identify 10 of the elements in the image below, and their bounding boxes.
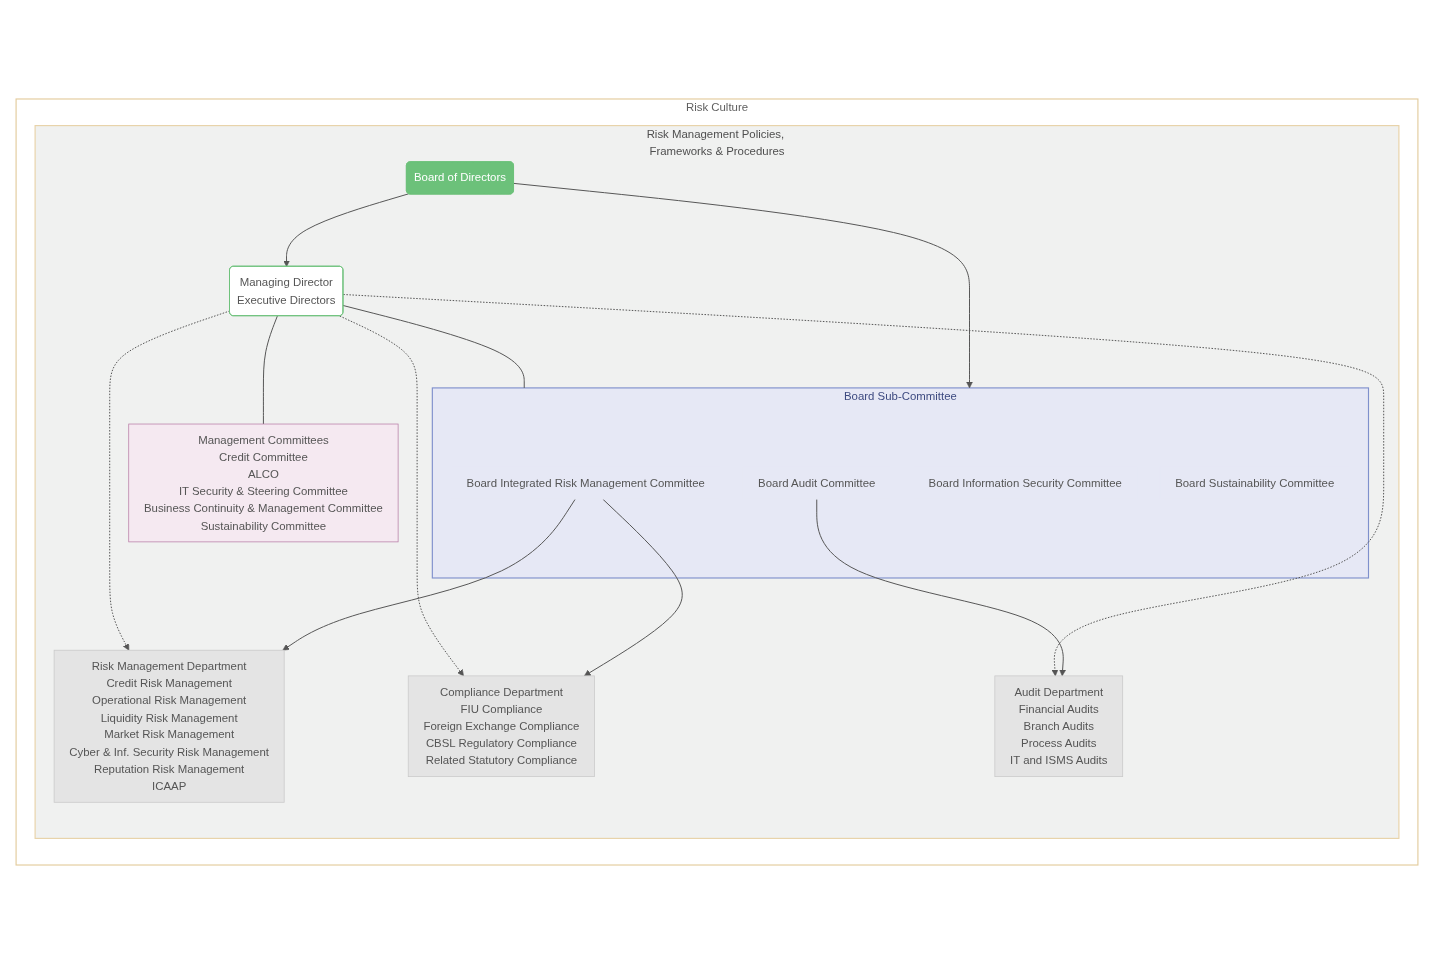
- node-box: Management Committees Credit Committee ALCO IT Security & Steering Committee Business Continuity & Management Committee Sustainability Committee: [128, 423, 399, 543]
- node-text: Board Integrated Risk Management Committee: [466, 475, 705, 489]
- node-text: Board Audit Committee: [758, 475, 876, 489]
- node-text: Board Sustainability Committee: [1175, 475, 1335, 489]
- connector: [342, 304, 525, 389]
- node-box: Risk Management Department Credit Risk Management Operational Risk Management Liquidity Risk Management Market Risk Management Cyber & Inf. Security Risk Management Reputation Risk Management ICAAP: [53, 649, 285, 803]
- connector: [262, 315, 278, 425]
- node-box: Compliance Department FIU Compliance Foreign Exchange Compliance CBSL Regulatory Compliance Related Statutory Compliance: [407, 675, 595, 777]
- node-text: Board Information Security Committee: [928, 475, 1122, 489]
- node-box: Audit Department Financial Audits Branch Audits Process Audits IT and ISMS Audits: [994, 675, 1124, 777]
